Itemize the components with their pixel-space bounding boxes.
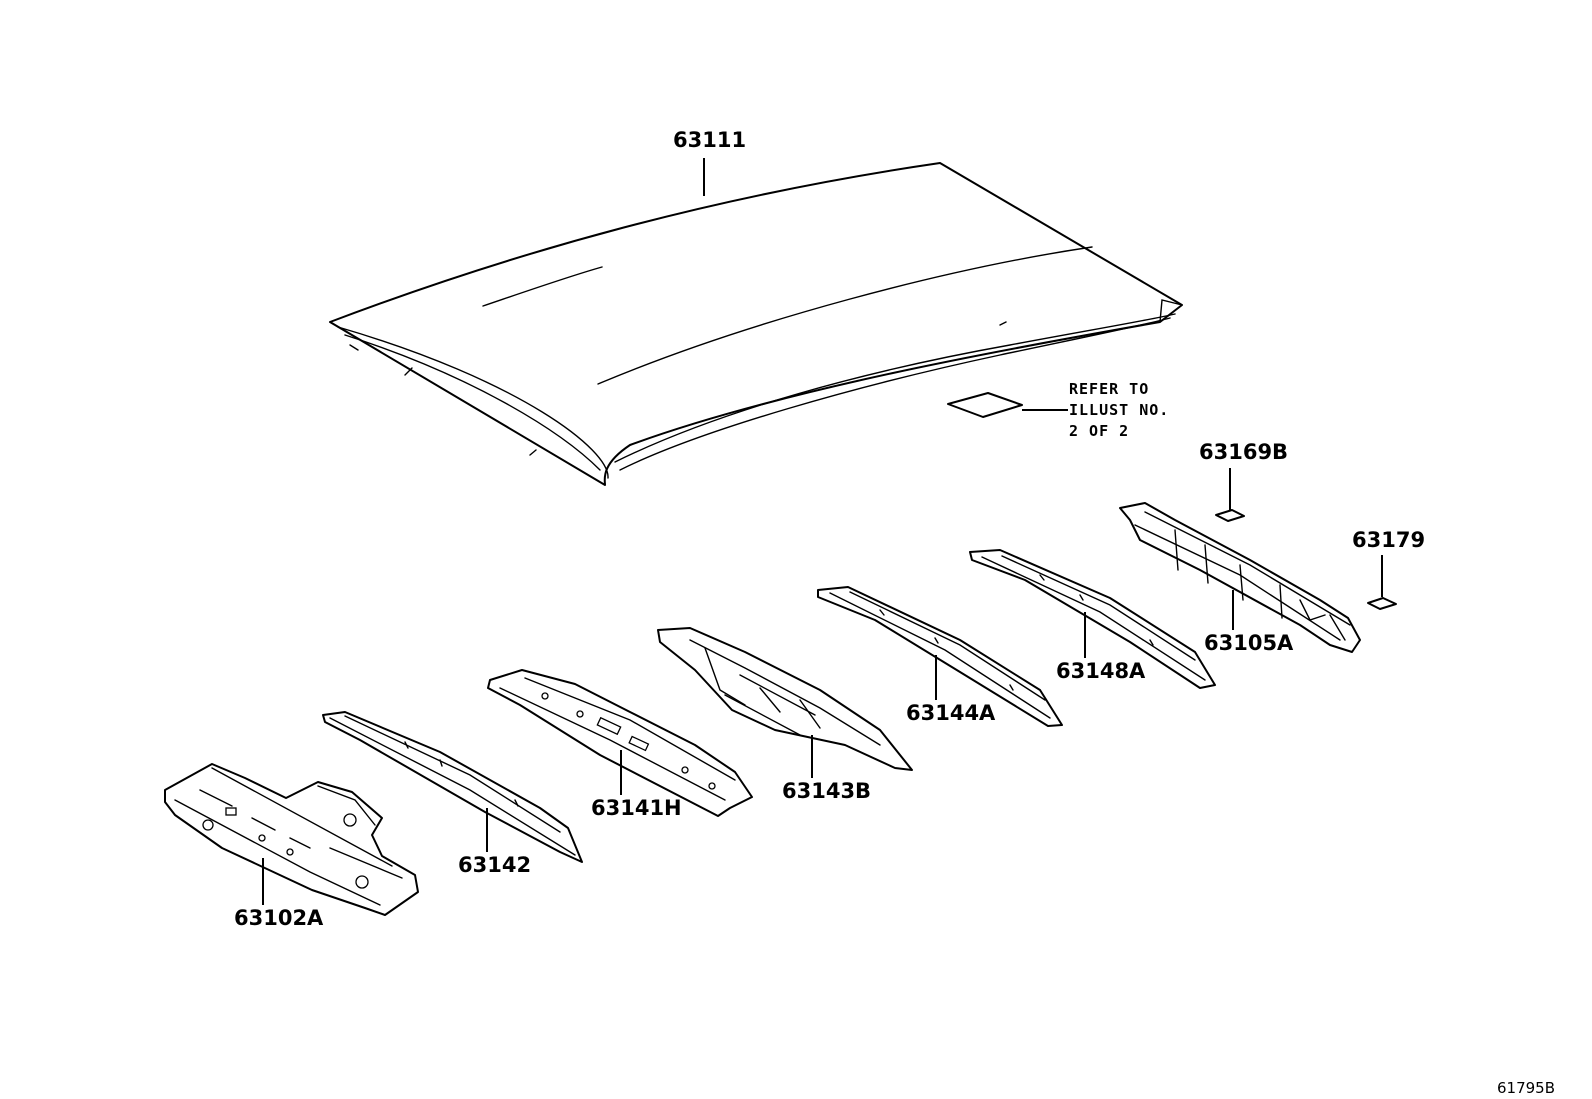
roof-bow-63148A[interactable] — [969, 549, 1216, 689]
label-63142: 63142 — [458, 853, 531, 877]
rear-roof-rail-63105A[interactable] — [1119, 502, 1361, 653]
reference-note-line1: REFER TO — [1069, 380, 1149, 398]
label-63144A: 63144A — [906, 701, 996, 725]
label-63141H: 63141H — [591, 796, 682, 820]
label-63102A: 63102A — [234, 906, 324, 930]
seal-63169B[interactable] — [1215, 509, 1245, 522]
roof-bow-63141H[interactable] — [487, 669, 753, 817]
front-roof-rail-63102A[interactable] — [164, 763, 419, 916]
roof-bow-63142[interactable] — [322, 711, 583, 863]
label-63105A: 63105A — [1204, 631, 1294, 655]
label-63148A: 63148A — [1056, 659, 1146, 683]
reference-note-line2: ILLUST NO. — [1069, 401, 1169, 419]
seal-63179[interactable] — [1367, 597, 1397, 610]
reference-note-line3: 2 OF 2 — [1069, 422, 1129, 440]
roof-bow-63144A[interactable] — [817, 586, 1063, 727]
reference-illustration-pad — [947, 392, 1023, 418]
label-63143B: 63143B — [782, 779, 871, 803]
label-63169B: 63169B — [1199, 440, 1288, 464]
figure-number: 61795B — [1497, 1079, 1555, 1097]
roof-panel-63111[interactable] — [329, 162, 1183, 486]
label-63111: 63111 — [673, 128, 746, 152]
roof-bow-63143B[interactable] — [657, 627, 913, 771]
label-63179: 63179 — [1352, 528, 1425, 552]
